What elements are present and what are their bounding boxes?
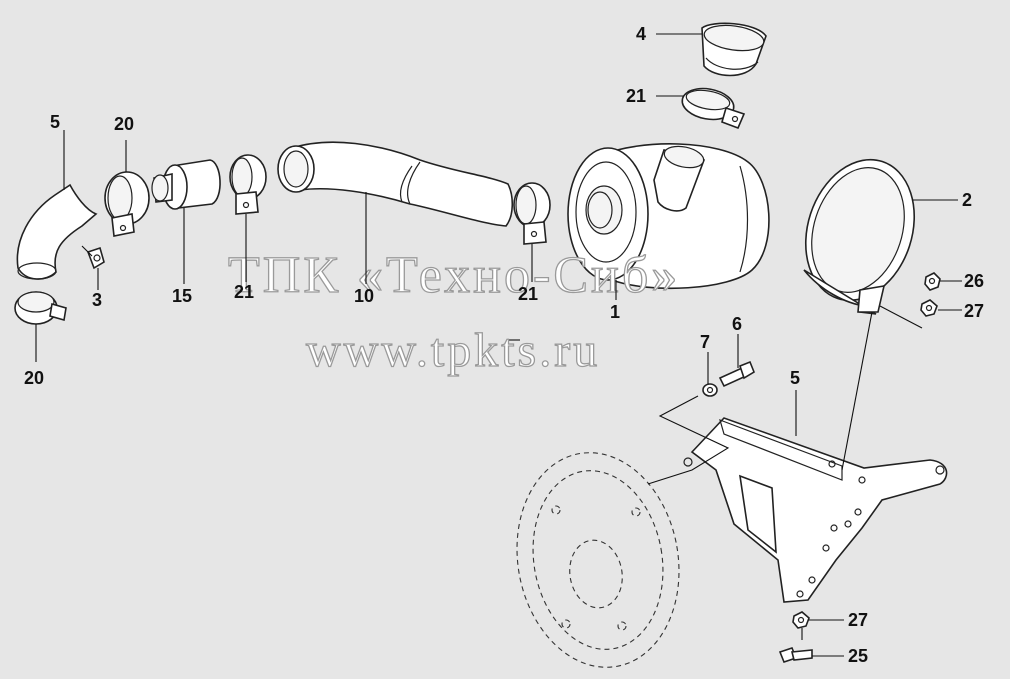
part-2-strap [803,158,916,315]
part-5-bracket [683,417,948,603]
callout-27-lower: 27 [848,610,868,630]
callout-7: 7 [700,332,710,352]
callout-26: 26 [964,271,984,291]
callout-1: 1 [610,302,620,322]
callout-21-c: 21 [626,86,646,106]
callout-21-a: 21 [234,282,254,302]
part-11-elbow-hose [16,183,98,280]
part-3-clip [86,246,105,270]
callout-27-upper: 27 [964,301,984,321]
callout-4: 4 [636,24,646,44]
part-15-adapter [151,159,221,210]
callout-25: 25 [848,646,868,666]
part-27-nut-upper [920,299,938,317]
callout-10: 10 [354,286,374,306]
watermark: ТПК «Техно-Сиб» www.tpkts.ru [227,246,680,377]
callout-15: 15 [172,286,192,306]
part-10-hose [277,141,514,227]
part-26-nut [924,272,941,291]
part-6-bolt [718,360,755,388]
callout-3: 3 [92,290,102,310]
part-7-washer [702,383,718,397]
callout-labels: 5 20 3 20 15 21 10 21 1 4 21 2 26 27 6 7… [24,24,984,666]
assembly-lines [81,245,923,640]
part-21-clamp-c [681,87,746,130]
part-25-bolt [778,647,813,663]
callout-20-lower: 20 [24,368,44,388]
part-20-clamp-lower [14,291,67,325]
engine-flange-dashed [516,452,680,668]
part-21-clamp-a [229,154,267,215]
watermark-line-1: ТПК «Техно-Сиб» [228,247,680,304]
callout-21-b: 21 [518,284,538,304]
callout-5: 5 [790,368,800,388]
callout-20-upper: 20 [114,114,134,134]
part-27-nut-lower [792,611,810,629]
part-20-clamp-upper [104,171,150,237]
watermark-line-2: www.tpkts.ru [306,324,600,377]
part-4-cap [701,22,767,77]
callout-2: 2 [962,190,972,210]
callout-6: 6 [732,314,742,334]
callout-leaders [35,33,962,657]
callout-11: 5 [50,112,60,132]
part-1-air-filter [567,143,770,290]
part-21-clamp-b [513,182,551,245]
